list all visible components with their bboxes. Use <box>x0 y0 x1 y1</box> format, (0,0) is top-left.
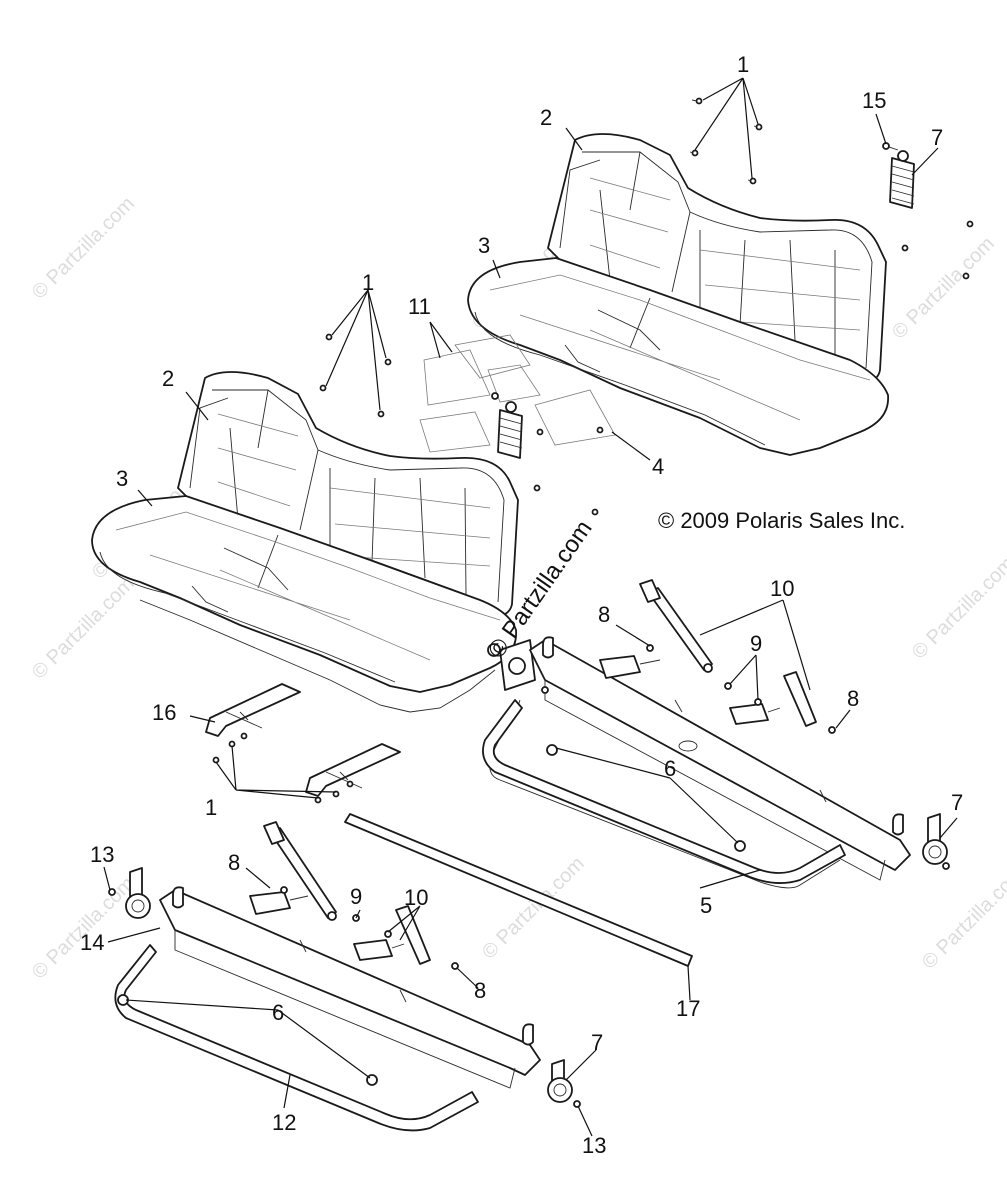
loose-screws-right <box>901 220 974 280</box>
callout-14: 14 <box>80 930 104 955</box>
seat-pads <box>419 334 616 453</box>
rear-seat-screws <box>689 97 763 185</box>
front-seat-back <box>177 371 519 619</box>
rear-seat-cushion <box>467 257 889 456</box>
callout-3: 3 <box>478 233 490 258</box>
right-seat-frame <box>482 636 911 889</box>
watermark: © Partzilla.com <box>28 573 139 684</box>
left-seat-frame <box>114 886 541 1132</box>
callout-12: 12 <box>272 1110 296 1135</box>
callout-8: 8 <box>847 686 859 711</box>
callout-1: 1 <box>737 52 749 77</box>
callout-2: 2 <box>162 366 174 391</box>
seat-rod <box>344 813 693 967</box>
callout-1: 1 <box>362 270 374 295</box>
callout-3: 3 <box>116 466 128 491</box>
callout-4: 4 <box>652 454 664 479</box>
left-frame-hardware <box>249 821 459 970</box>
callout-7: 7 <box>951 790 963 815</box>
callout-8: 8 <box>474 978 486 1003</box>
callout-13: 13 <box>90 842 114 867</box>
watermark: © Partzilla.com <box>28 193 139 304</box>
left-bottom-latch <box>547 1059 581 1108</box>
callout-9: 9 <box>350 884 362 909</box>
callout-5: 5 <box>700 893 712 918</box>
callout-8: 8 <box>228 850 240 875</box>
callout-10: 10 <box>404 885 428 910</box>
callout-17: 17 <box>676 996 700 1021</box>
callout-6: 6 <box>664 756 676 781</box>
callout-9: 9 <box>750 631 762 656</box>
callout-6: 6 <box>272 1000 284 1025</box>
watermark: © Partzilla.com <box>918 863 1007 974</box>
rear-spring-assembly <box>882 142 915 209</box>
copyright-notice: © 2009 Polaris Sales Inc. <box>658 508 905 533</box>
callout-13: 13 <box>582 1133 606 1158</box>
callout-labels: 1 2 3 15 7 1 11 2 3 4 10 8 9 8 16 6 7 1 … <box>80 52 963 1158</box>
callout-8: 8 <box>598 602 610 627</box>
watermark: © Partzilla.com <box>908 553 1007 664</box>
front-seat-cushion <box>91 495 517 713</box>
callout-1: 1 <box>205 795 217 820</box>
callout-2: 2 <box>540 105 552 130</box>
right-latch <box>922 813 950 870</box>
callout-15: 15 <box>862 88 886 113</box>
callout-10: 10 <box>770 576 794 601</box>
callout-11: 11 <box>408 294 431 319</box>
callout-7: 7 <box>931 125 943 150</box>
center-latch <box>487 639 536 691</box>
mid-spring-assembly <box>491 392 604 516</box>
right-frame-hardware <box>541 579 836 734</box>
leader-lines <box>103 77 958 1137</box>
callout-7: 7 <box>591 1030 603 1055</box>
front-seat-screws <box>319 333 392 418</box>
left-top-latch <box>108 867 151 919</box>
callout-16: 16 <box>152 700 176 725</box>
watermark: © Partzilla.com <box>28 873 139 984</box>
